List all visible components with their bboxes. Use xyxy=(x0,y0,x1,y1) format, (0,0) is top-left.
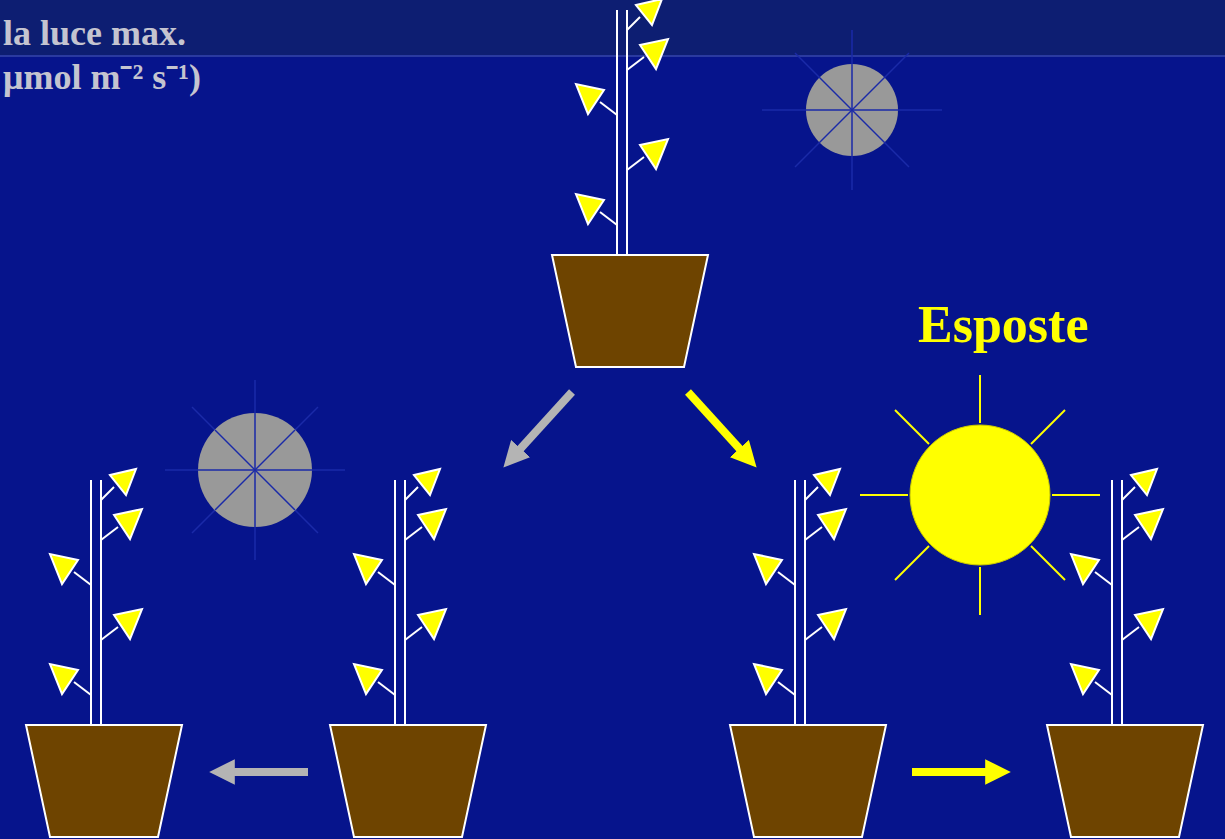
arrow xyxy=(912,768,998,776)
shade-symbol xyxy=(762,30,942,190)
condition-label: Esposte xyxy=(918,296,1088,353)
header-band xyxy=(0,0,1225,56)
unit-text: μmol m⁻² s⁻¹) xyxy=(3,58,201,98)
plant xyxy=(730,469,886,837)
shade-symbol xyxy=(165,380,345,560)
arrow xyxy=(222,768,308,776)
heading-text: la luce max. xyxy=(3,14,186,54)
sun-symbol xyxy=(860,375,1100,615)
plant xyxy=(1047,469,1203,837)
plant xyxy=(26,469,182,837)
plant xyxy=(330,469,486,837)
arrow xyxy=(512,392,572,458)
arrow xyxy=(688,392,748,458)
plant xyxy=(552,0,708,367)
